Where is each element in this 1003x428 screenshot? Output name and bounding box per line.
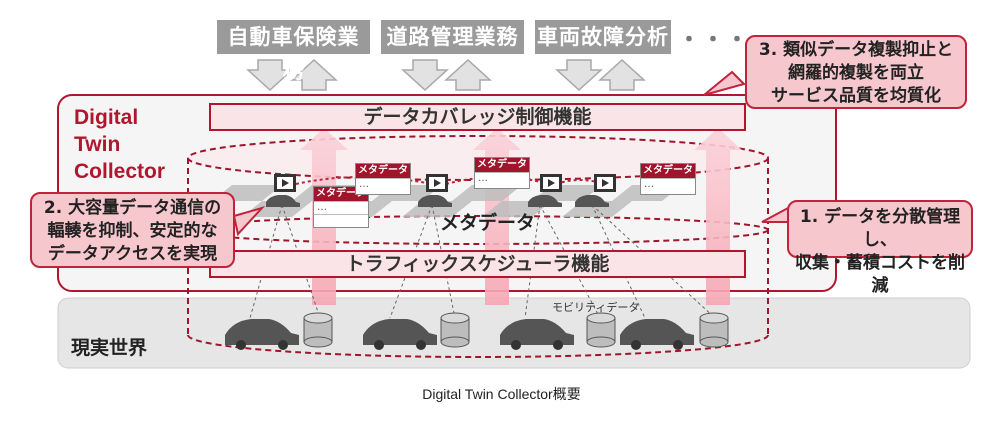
plane-cars: [266, 195, 609, 207]
callout-line: データアクセスを実現: [47, 244, 218, 264]
service-box-2: 道路管理業務: [381, 20, 524, 54]
figure-caption: Digital Twin Collector概要: [422, 386, 581, 402]
callout-line: 1. データを分散管理し、: [799, 207, 961, 250]
callout-1: 1. データを分散管理し、 収集・蓄積コストを削減: [787, 200, 973, 296]
callout-3: 3. 類似データ複製抑止と 網羅的複製を両立 サービス品質を均質化: [745, 35, 967, 109]
metadata-card: メタデータ …: [474, 157, 530, 189]
traffic-scheduler-bar: トラフィックスケジューラ機能: [209, 250, 746, 278]
callout-2: 2. 大容量データ通信の 輻輳を抑制、安定的な データアクセスを実現: [30, 192, 235, 268]
video-icons: [274, 174, 616, 192]
ground-cars: [225, 319, 694, 350]
system-name: Digital Twin Collector: [74, 104, 165, 185]
callout-line: 3. 類似データ複製抑止と: [758, 40, 954, 60]
system-name-line: Digital: [74, 106, 139, 129]
callout-line: サービス品質を均質化: [771, 86, 941, 106]
metadata-card: メタデータ …: [640, 163, 696, 195]
metadata-card-title: メタデータ: [356, 164, 410, 178]
metadata-card-row: …: [475, 172, 529, 185]
system-name-line: Collector: [74, 160, 166, 183]
service-box-1: 自動車保険業務: [217, 20, 370, 83]
service-box-3: 車両故障分析: [535, 20, 671, 54]
callout-line: 輻輳を抑制、安定的な: [47, 221, 218, 241]
metadata-card: メタデータ …: [313, 186, 369, 228]
metadata-card-row: …: [356, 178, 410, 191]
metadata-label: メタデータ: [440, 212, 536, 234]
callout-pointers: [232, 70, 789, 237]
metadata-card-row: [314, 214, 368, 227]
real-world-label: 現実世界: [71, 337, 148, 359]
mobility-data-label: モビリティデータ: [552, 301, 640, 314]
callout-line: 網羅的複製を両立: [788, 63, 924, 83]
metadata-card-title: メタデータ: [314, 187, 368, 201]
callout-line: 2. 大容量データ通信の: [43, 198, 222, 218]
metadata-card-row: …: [314, 201, 368, 214]
metadata-card: メタデータ …: [355, 163, 411, 195]
system-name-line: Twin: [74, 133, 121, 156]
coverage-control-bar: データカバレッジ制御機能: [209, 103, 746, 131]
metadata-card-title: メタデータ: [641, 164, 695, 178]
service-arrows: [246, 58, 646, 92]
storage-drums: [303, 312, 729, 348]
metadata-card-row: …: [641, 178, 695, 191]
metadata-card-title: メタデータ: [475, 158, 529, 172]
callout-line: 収集・蓄積コストを削減: [795, 253, 965, 296]
